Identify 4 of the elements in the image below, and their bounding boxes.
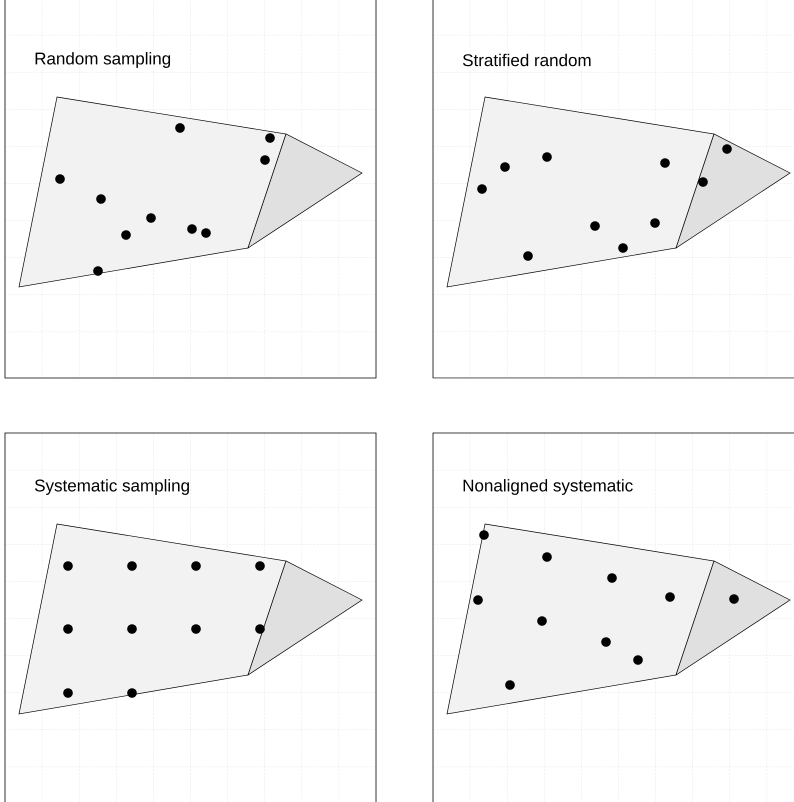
- panel-title: Systematic sampling: [34, 479, 189, 495]
- panel-title: Nonaligned systematic: [464, 479, 633, 495]
- panel-title: Stratified random: [462, 54, 591, 66]
- panel-title: Random sampling: [36, 52, 170, 68]
